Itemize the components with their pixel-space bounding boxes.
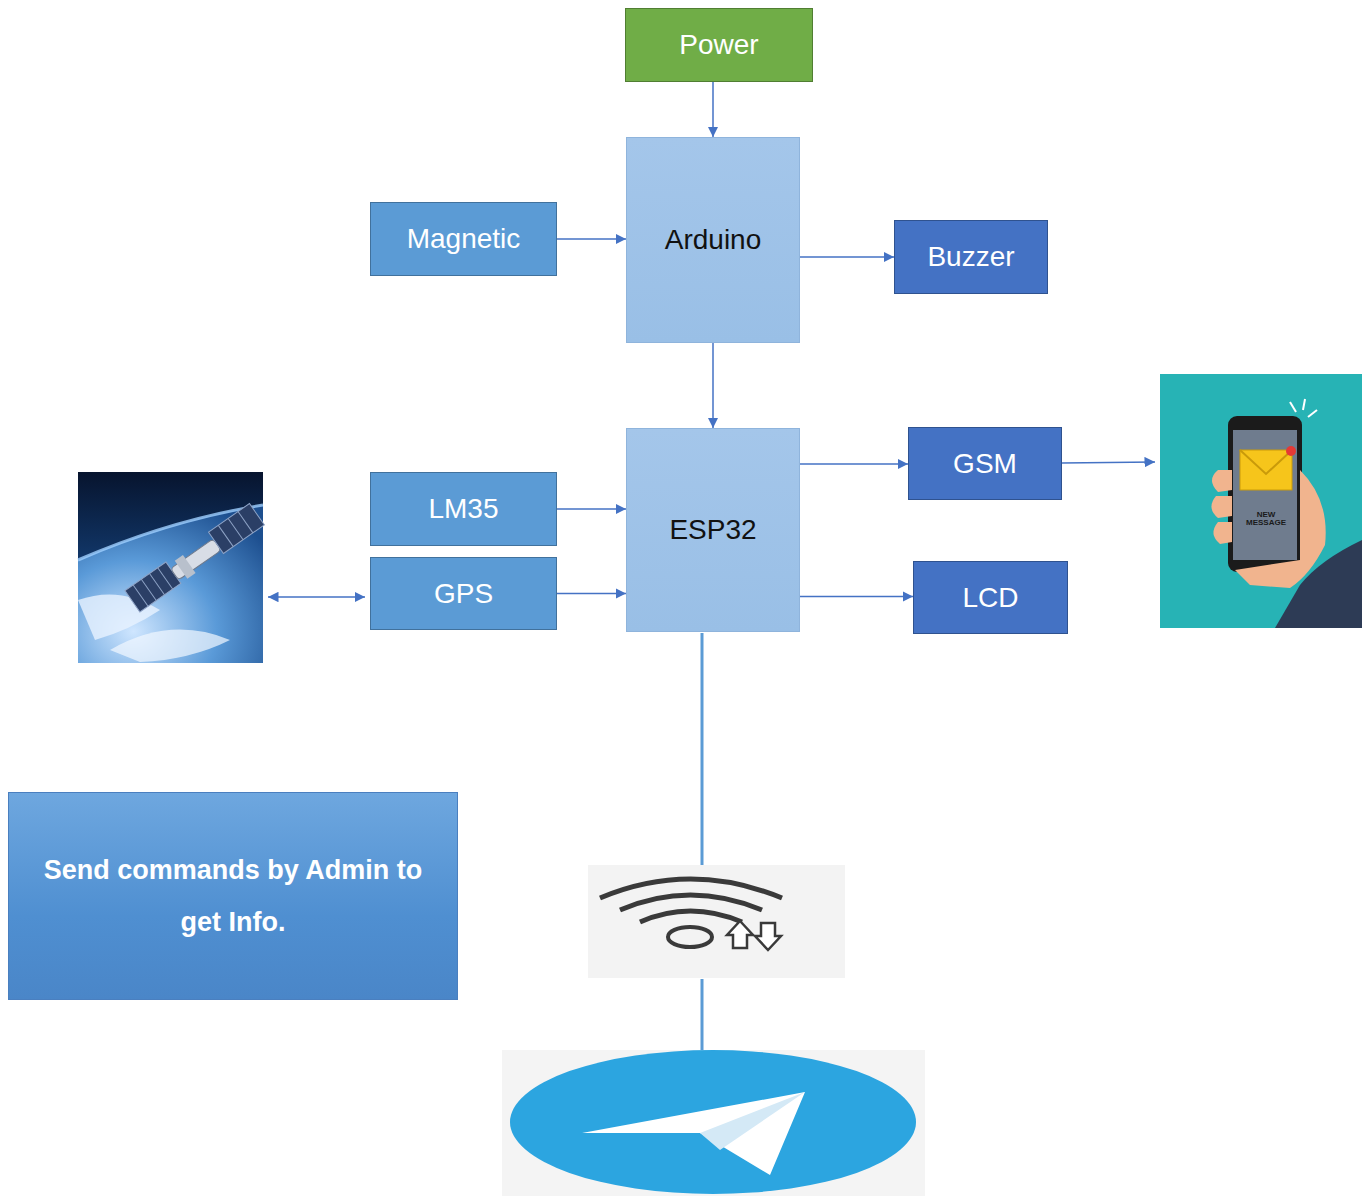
node-text: GSM [953, 447, 1017, 481]
wifi-icon [588, 865, 845, 978]
satellite-image [78, 472, 365, 663]
controller-box: ESP32 [626, 428, 800, 632]
power-box: Power [625, 8, 813, 82]
sensor-box: GPS [370, 557, 557, 630]
telegram-logo [502, 1050, 925, 1196]
connector-arrow [800, 256, 894, 258]
connector-arrow [557, 238, 626, 240]
output-box: LCD [913, 561, 1068, 634]
node-text: ESP32 [669, 513, 756, 547]
connector-arrow [800, 596, 913, 598]
gsm-phone-link [1062, 462, 1155, 463]
node-text: LM35 [428, 492, 498, 526]
node-text: Send commands by Admin to get Info. [21, 844, 445, 948]
note-box: Send commands by Admin to get Info. [8, 792, 458, 1000]
sensor-box: Magnetic [370, 202, 557, 276]
sensor-box: LM35 [370, 472, 557, 546]
node-text: LCD [962, 581, 1018, 615]
node-text: Buzzer [927, 240, 1014, 274]
node-text: Magnetic [407, 222, 521, 256]
node-text: Power [679, 28, 758, 62]
connector-arrow [800, 463, 908, 465]
node-text: GPS [434, 577, 493, 611]
phone-image [1062, 374, 1362, 628]
connector-arrow [712, 343, 714, 428]
network-link [702, 633, 703, 1075]
output-box: GSM [908, 427, 1062, 500]
connector-arrow [557, 508, 626, 510]
connector-arrow [712, 82, 714, 137]
screen-label: NEW MESSAGE [1238, 511, 1294, 528]
controller-box: Arduino [626, 137, 800, 343]
node-text: Arduino [665, 223, 762, 257]
output-box: Buzzer [894, 220, 1048, 294]
gps-satellite-link [268, 596, 365, 598]
connector-arrow [557, 593, 626, 595]
